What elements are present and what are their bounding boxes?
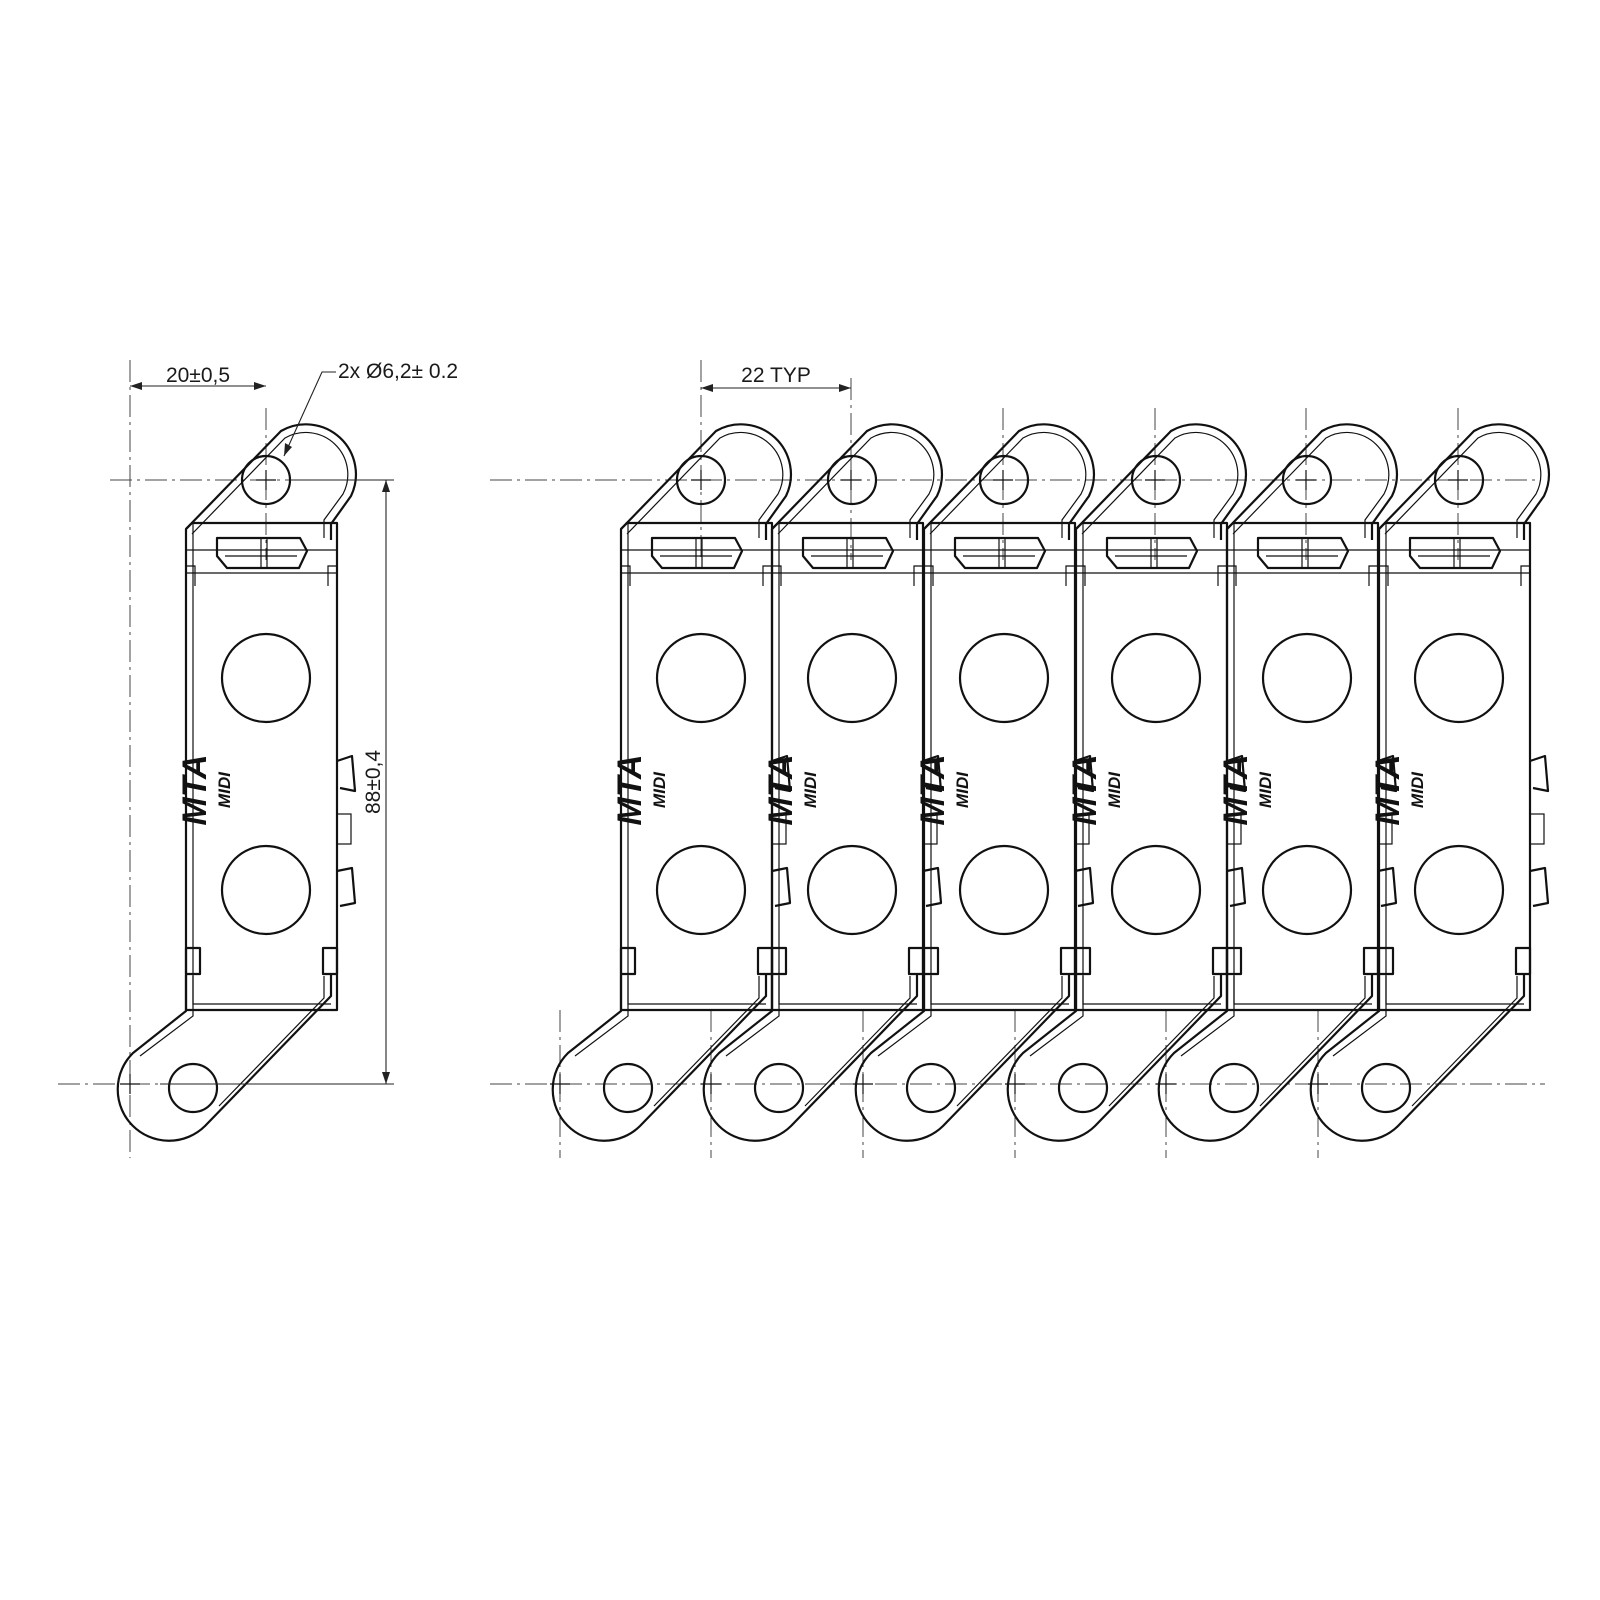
logo-brand: MTA <box>1369 754 1407 825</box>
dimension-height-label: 88±0,4 <box>362 750 385 814</box>
single-link <box>116 423 358 1142</box>
logo-brand: MTA <box>1217 754 1255 825</box>
logo-model: MIDI <box>1256 771 1275 808</box>
dimension-typ-label: 22 TYP <box>741 364 811 387</box>
dimension-pitch-label: 20±0,5 <box>166 364 230 387</box>
logo-model: MIDI <box>215 771 234 808</box>
dimension-pitch: 20±0,5 <box>130 364 266 390</box>
logo-brand: MTA <box>762 754 800 825</box>
logos: MTA MIDI MTA MIDI MTA MIDI MTA MIDI MTA … <box>176 754 1427 825</box>
dimension-height: 88±0,4 <box>160 479 394 1085</box>
hole-callout: 2x Ø6,2± 0.2 <box>283 360 458 457</box>
logo-model: MIDI <box>650 771 669 808</box>
dimension-typ-pitch: 22 TYP <box>701 364 851 392</box>
hole-crosshairs <box>120 470 1468 1094</box>
chain-link-6 <box>1309 423 1551 1142</box>
hole-callout-label: 2x Ø6,2± 0.2 <box>338 360 458 383</box>
logo-model: MIDI <box>953 771 972 808</box>
chain-link-5 <box>1157 423 1399 1142</box>
center-lines <box>58 360 1545 1158</box>
logo-brand: MTA <box>176 754 214 825</box>
logo-brand: MTA <box>611 754 649 825</box>
chain-link-3 <box>854 423 1096 1142</box>
logo-model: MIDI <box>1105 771 1124 808</box>
chain-link-2 <box>702 423 944 1142</box>
logo-model: MIDI <box>1408 771 1427 808</box>
logo-model: MIDI <box>801 771 820 808</box>
logo-brand: MTA <box>1066 754 1104 825</box>
logo-brand: MTA <box>914 754 952 825</box>
